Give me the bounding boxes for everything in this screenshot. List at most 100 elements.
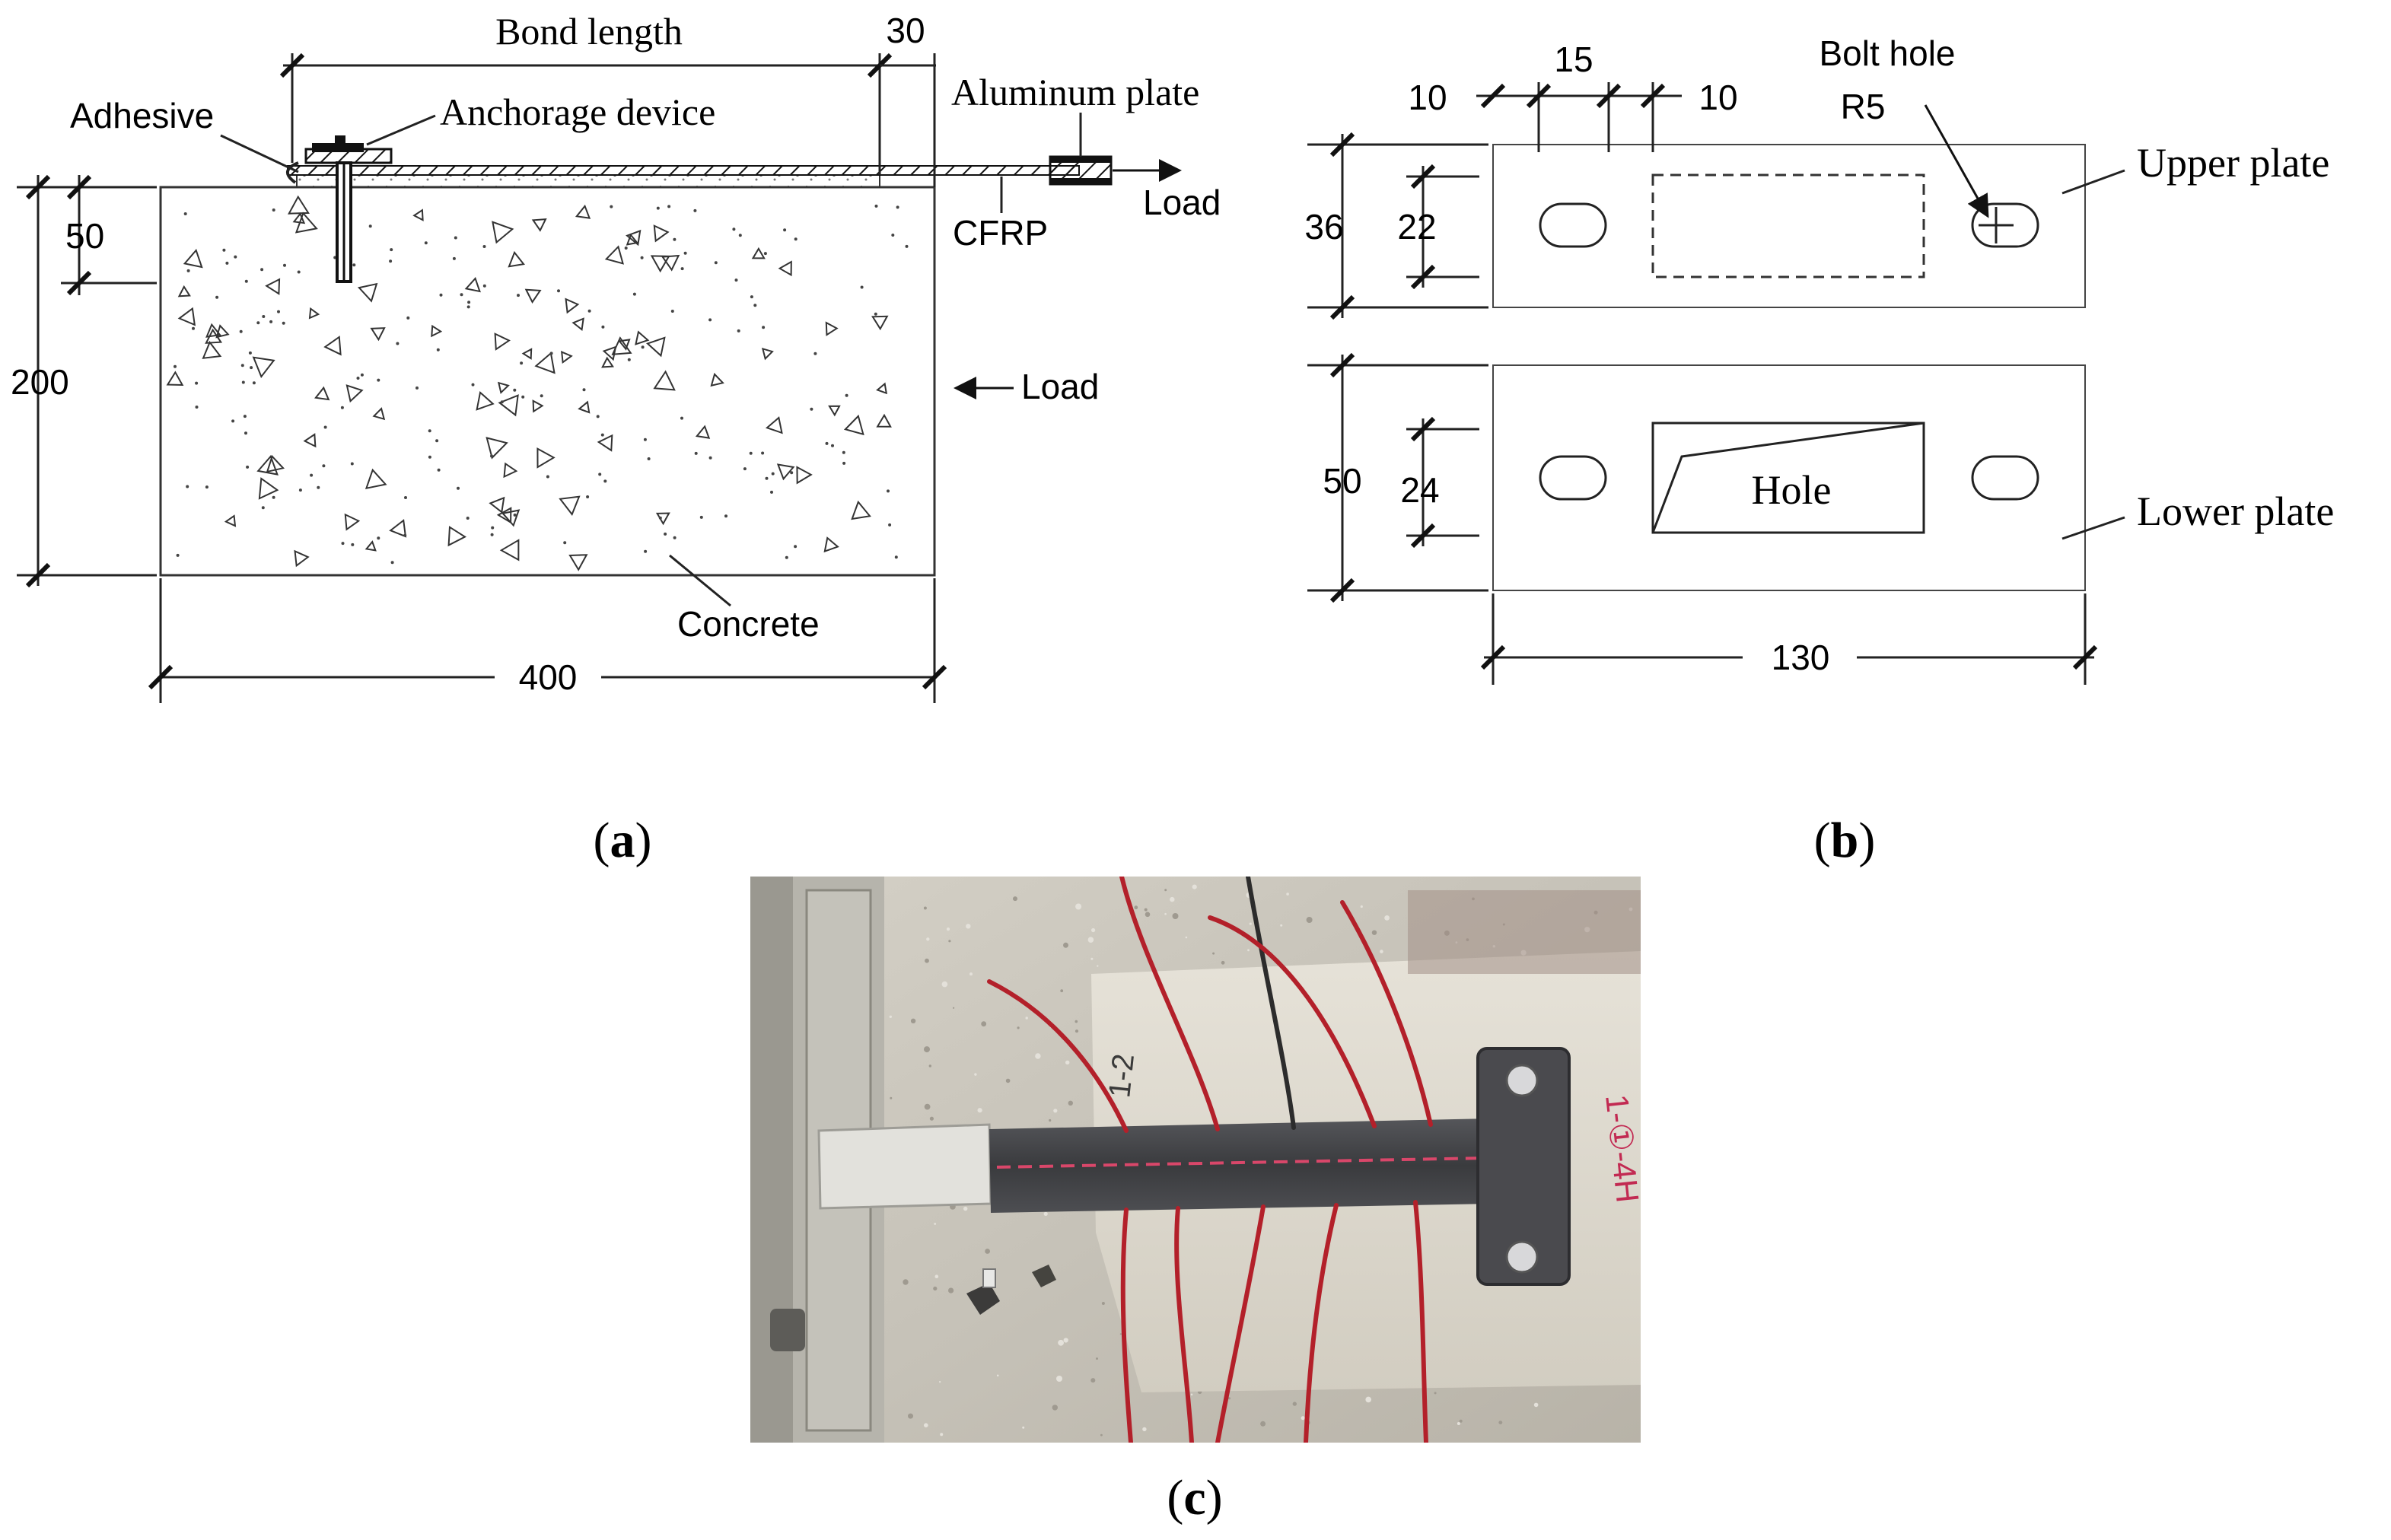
floor-speck [926, 937, 930, 941]
aggregate-mark [202, 340, 222, 359]
aggregate-dot [831, 444, 834, 447]
aggregate-dot [761, 451, 765, 455]
aggregate-dot [205, 485, 209, 489]
dim-130-label: 130 [1772, 638, 1830, 677]
aggregate-mark [308, 307, 320, 320]
aluminum-plate-label: Aluminum plate [951, 71, 1199, 113]
floor-speck [889, 1015, 893, 1019]
aggregate-dot [724, 514, 727, 518]
frame-bolt [770, 1309, 805, 1351]
aggregate-dot [352, 263, 356, 267]
floor-speck [1060, 989, 1064, 993]
aggregate-dot [601, 325, 605, 329]
aggregate-mark [224, 514, 237, 527]
aggregate-dot [192, 326, 195, 330]
dim-50b-tick-bottom [1329, 578, 1355, 603]
aggregate-mark [323, 336, 342, 356]
aggregate-dot [765, 476, 769, 480]
aggregate-dot [466, 305, 470, 309]
aggregate-dot [750, 295, 753, 299]
upper-plate-hidden-hole [1651, 173, 1925, 278]
dim-24-tick-bottom [1410, 523, 1436, 549]
floor-speck [1170, 896, 1175, 902]
bond-length-label: Bond length [495, 10, 683, 52]
aggregate-mark [601, 356, 614, 368]
aggregate-dot [667, 205, 671, 208]
aggregate-mark [370, 327, 386, 342]
aggregate-dot [743, 467, 747, 471]
aggregate-dot [887, 489, 890, 493]
aggregate-dot [282, 321, 285, 325]
aggregate-mark [751, 247, 766, 259]
aggregate-dot [262, 315, 266, 318]
aggregate-mark [524, 288, 542, 304]
aggregate-mark [503, 462, 518, 479]
aggregate-mark [843, 414, 864, 436]
dim-36-tick-bottom [1329, 294, 1355, 320]
floor-speck [929, 1116, 934, 1121]
photo-mark-left: 1-2 [1103, 1052, 1141, 1099]
aggregate-dot [439, 293, 443, 297]
aggregate-dot [240, 364, 244, 368]
aggregate-mark [215, 324, 230, 339]
aggregate-mark [559, 495, 581, 516]
aggregate-dot [272, 495, 275, 499]
photo-strip-centerline [996, 1157, 1485, 1169]
aggregate-dot [389, 259, 393, 263]
aggregate-dot [283, 263, 286, 267]
aggregate-dot [234, 255, 237, 259]
aggregate-dot [582, 388, 586, 392]
aggregate-dot [195, 406, 199, 409]
aggregate-dot [810, 407, 813, 411]
aggregate-dot [454, 236, 457, 240]
aggregate-mark [765, 416, 783, 434]
floor-speck [908, 1413, 913, 1419]
aggregate-mark [372, 407, 386, 421]
floor-speck [1091, 928, 1096, 933]
floor-speck [1185, 936, 1188, 939]
aggregate-dot [298, 488, 302, 492]
strain-gauge-wire [1246, 877, 1296, 1130]
aggregate-dot [248, 351, 252, 355]
aggregate-dot [658, 516, 662, 520]
aggregate-dot [176, 553, 180, 557]
aggregate-dot [317, 485, 320, 489]
photo-aluminum-tab [817, 1123, 992, 1210]
aggregate-mark [778, 260, 792, 277]
dim-50-tick-bottom [66, 270, 92, 296]
dim-200-tick-top [25, 174, 51, 200]
aggregate-dot [269, 320, 273, 323]
aggregate-mark [650, 255, 670, 273]
aggregate-mark [828, 405, 841, 417]
aggregate-mark [389, 519, 407, 538]
aggregate-dot [763, 252, 767, 256]
floor-speck [924, 1046, 930, 1053]
aggregate-mark [252, 356, 275, 379]
floor-speck [1005, 1078, 1011, 1083]
aggregate-dot [673, 237, 677, 241]
floor-speck [1097, 965, 1099, 967]
aggregate-mark [314, 386, 330, 401]
aggregate-dot [517, 294, 520, 298]
floor-speck [1075, 903, 1082, 910]
aggregate-dot [222, 248, 226, 252]
concrete-block [159, 186, 936, 577]
aggregate-mark [492, 221, 514, 244]
floor-speck [903, 1279, 909, 1285]
aggregate-dot [390, 561, 394, 565]
anchorage-nut [312, 143, 364, 152]
strain-gauge-wire [1120, 1208, 1133, 1443]
floor-speck [1145, 912, 1151, 918]
floor-speck [1247, 949, 1250, 952]
aggregate-dot [244, 431, 247, 435]
cfrp-wrap-end [286, 161, 299, 184]
aggregate-dot [482, 284, 486, 288]
aggregate-dot [680, 416, 683, 420]
floor-speck [941, 981, 948, 988]
floor-speck [1119, 1333, 1122, 1335]
aggregate-mark [635, 330, 650, 345]
aggregate-mark [710, 372, 724, 387]
top-dim-tick-2 [1596, 83, 1622, 109]
aggregate-dot [521, 395, 525, 399]
aggregate-mark [565, 298, 580, 314]
